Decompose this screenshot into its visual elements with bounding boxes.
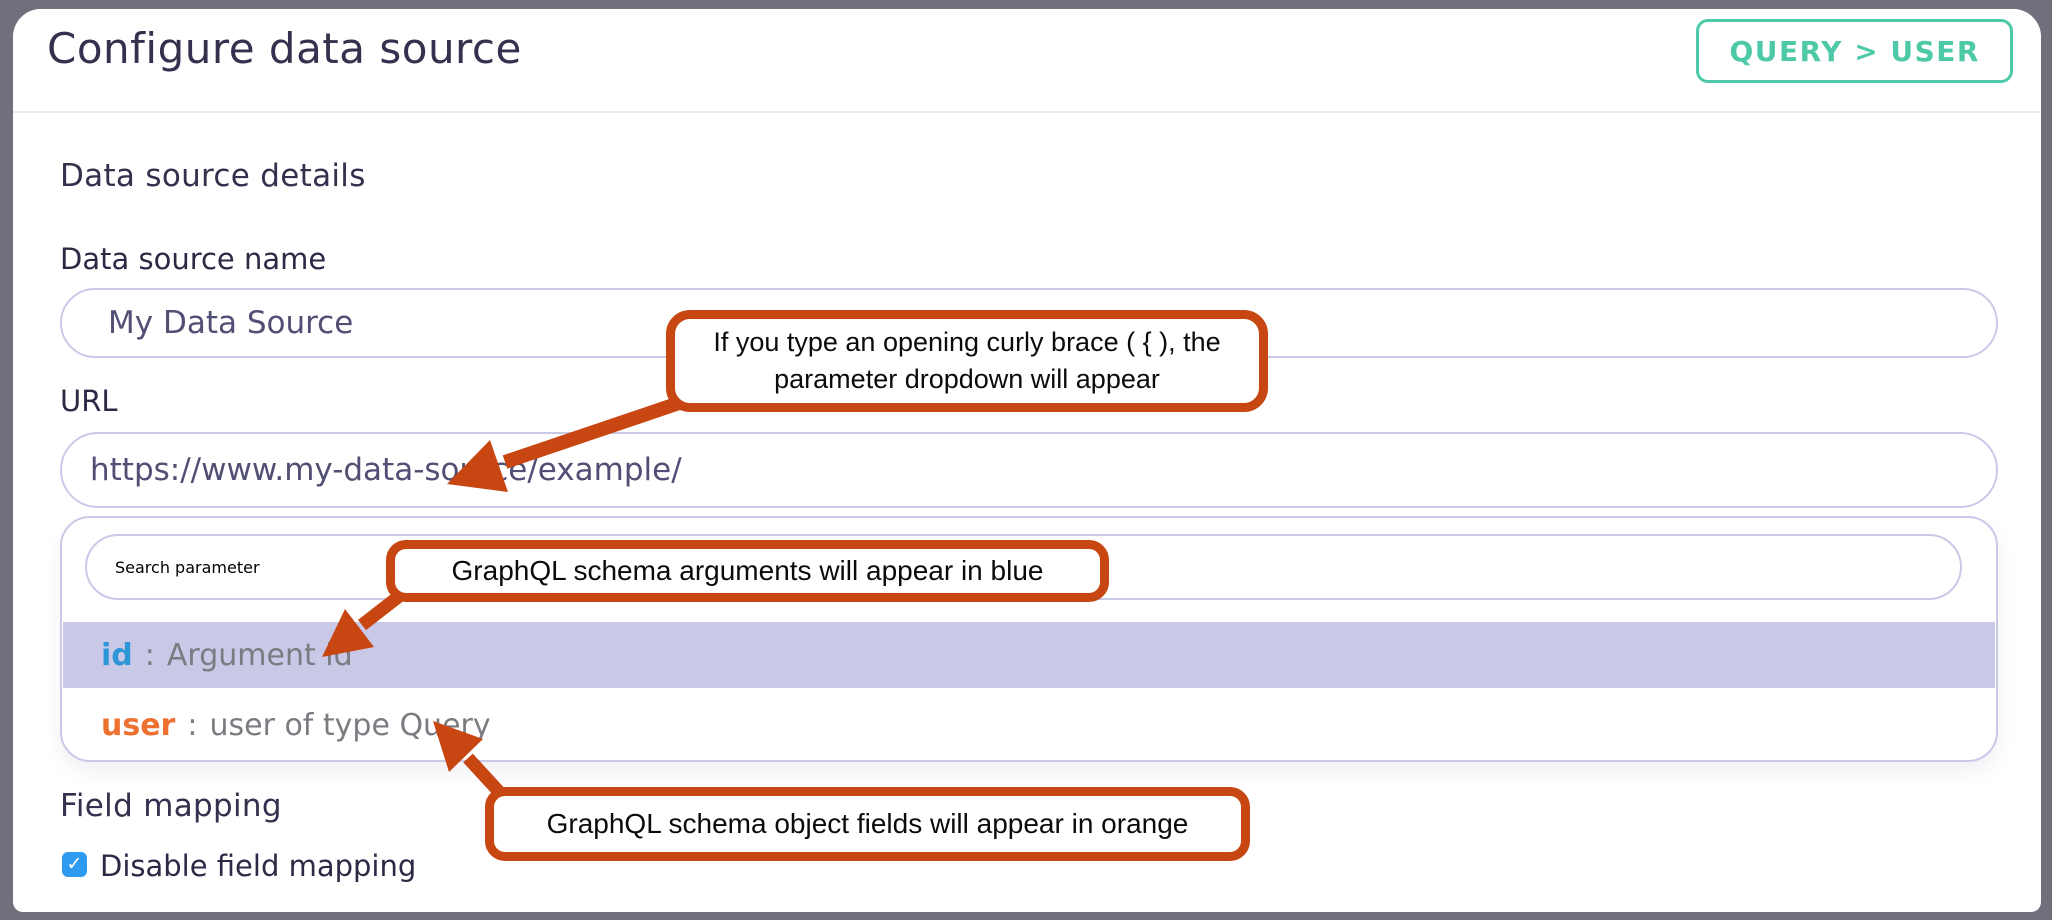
disable-field-mapping-checkbox[interactable]: ✓ [62,852,87,877]
data-source-name-label: Data source name [60,242,327,276]
annotation-callout-arguments-blue: GraphQL schema arguments will appear in … [386,540,1109,602]
query-path-badge: QUERY > USER [1696,19,2013,83]
arrow-to-id-row [322,588,406,657]
section-heading-field-mapping: Field mapping [60,788,282,824]
url-value: https://www.my-data-source/example/ [90,452,682,488]
dropdown-item-id[interactable]: id : Argument id [63,622,1995,688]
field-name: user [101,707,176,743]
data-source-name-value: My Data Source [108,305,354,341]
annotation-callout-curly-brace: If you type an opening curly brace ( { )… [666,310,1268,412]
section-heading-details: Data source details [60,158,366,194]
argument-name: id [101,637,133,673]
url-input[interactable]: https://www.my-data-source/example/ [60,432,1998,508]
disable-field-mapping-label: Disable field mapping [100,849,417,883]
page-title: Configure data source [47,24,522,73]
separator: : [187,707,198,743]
argument-description: Argument id [166,637,353,673]
annotation-callout-fields-orange: GraphQL schema object fields will appear… [485,787,1250,861]
arrow-to-url-input [447,393,691,492]
checkmark-icon: ✓ [66,853,83,875]
arrow-to-user-row [433,721,507,800]
separator: : [144,637,155,673]
search-parameter-placeholder: Search parameter [115,557,260,577]
url-label: URL [60,384,118,418]
